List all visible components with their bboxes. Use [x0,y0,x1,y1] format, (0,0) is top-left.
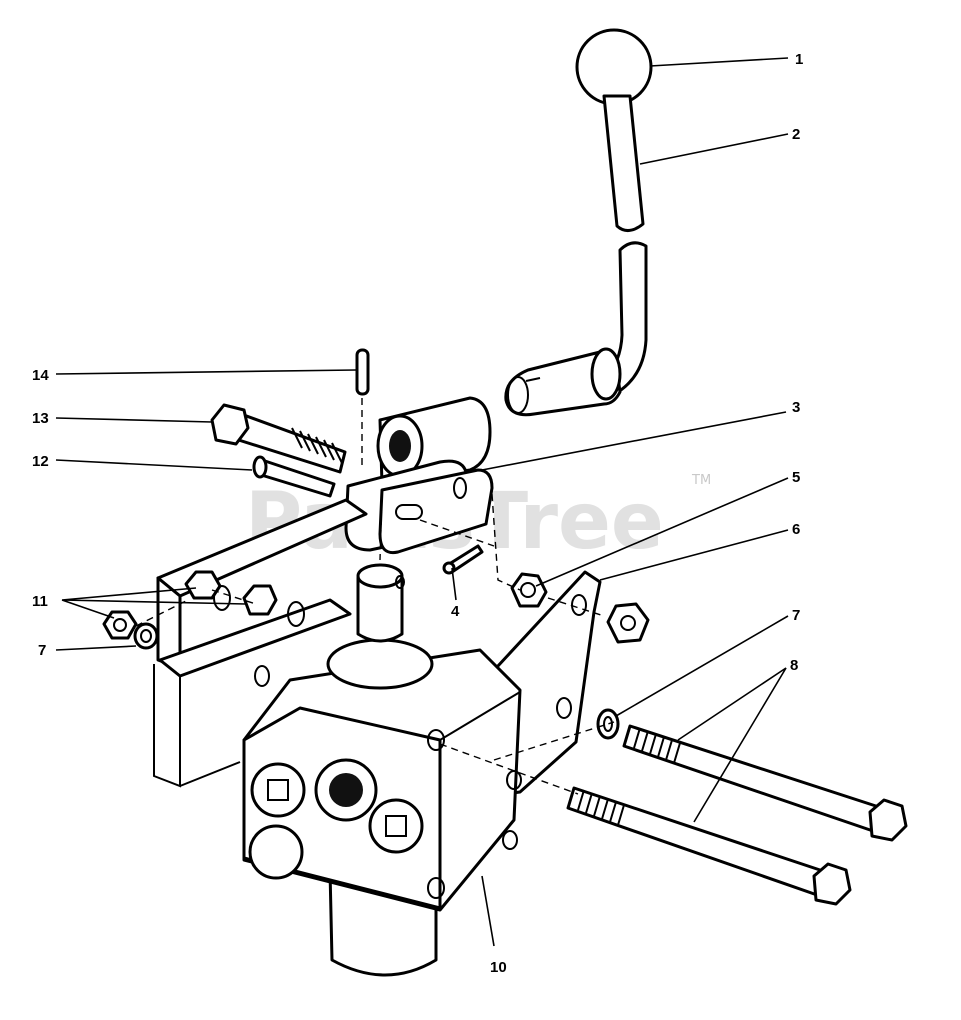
roll-pin [355,348,370,396]
callout-1: 1 [795,51,803,68]
callout-10: 10 [490,959,507,976]
assembly-lines [135,398,615,795]
control-knob [575,28,653,106]
callout-7-left: 7 [38,642,46,659]
callout-13: 13 [32,410,49,427]
callout-4: 4 [451,603,460,620]
long-bolt-upper [622,724,908,842]
lever-bracket [344,396,494,555]
washer-right [596,708,620,740]
channel-nut-upper [184,570,222,600]
hex-nut-5 [510,572,548,608]
leader-lines [55,57,789,947]
channel-nut-left [102,610,138,640]
washer-left [133,622,159,650]
clevis-pin-12 [252,455,336,498]
callout-2: 2 [792,126,800,143]
watermark-trademark: TM [691,473,711,488]
callout-labels: 1 2 3 4 5 6 7 8 10 11 7 12 13 14 [32,51,803,976]
callout-5: 5 [792,469,800,486]
control-lever [504,94,648,417]
long-bolt-lower [566,786,852,906]
callout-6: 6 [792,521,800,538]
callout-14: 14 [32,367,49,384]
callout-3: 3 [792,399,800,416]
callout-11: 11 [32,593,48,610]
callout-8: 8 [790,657,798,674]
hex-bolt-13 [210,403,347,474]
hex-nut-right [606,602,650,644]
valve-body [242,563,522,977]
callout-7-right: 7 [792,607,800,624]
cotter-pin [442,544,484,575]
callout-12: 12 [32,453,49,470]
channel-nut-middle [242,584,278,616]
